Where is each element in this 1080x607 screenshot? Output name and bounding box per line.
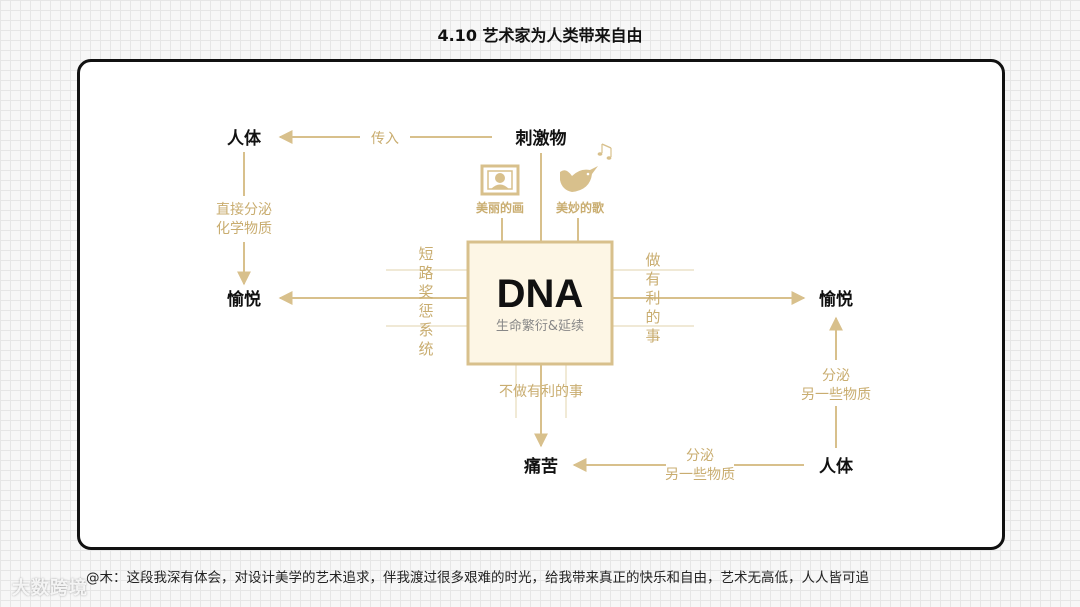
node-pain: 痛苦 (524, 456, 558, 477)
music-notes-icon (597, 143, 612, 160)
short-reward-char: 惩 (418, 302, 433, 320)
label-secrete-right-2: 另一些物质 (801, 387, 871, 403)
dna-subtitle: 生命繁衍&延续 (496, 318, 584, 334)
short-reward-char: 短 (418, 245, 433, 263)
dna-box (466, 240, 614, 366)
label-secrete-bottom-1: 分泌 (686, 448, 714, 464)
short-reward-char: 奖 (418, 283, 433, 301)
label-do-beneficial: 做有利的事 (645, 251, 660, 345)
connectors (237, 130, 843, 472)
watermark-logo: 大数跨境 (12, 578, 88, 599)
beneficial-char: 利 (645, 289, 660, 307)
short-reward-char: 系 (418, 321, 433, 339)
footer-note: @木：这段我深有体会，对设计美学的艺术追求，伴我渡过很多艰难的时光，给我带来真正… (86, 570, 869, 586)
node-stimulus: 刺激物 (516, 128, 567, 149)
beneficial-char: 事 (645, 327, 660, 345)
dna-title: DNA (497, 272, 584, 316)
beneficial-char: 有 (645, 270, 660, 288)
beneficial-char: 做 (645, 251, 660, 269)
label-secrete-bottom-2: 另一些物质 (665, 467, 735, 483)
label-beautiful-painting: 美丽的画 (476, 200, 524, 215)
beneficial-char: 的 (645, 308, 660, 326)
label-secrete-left-2: 化学物质 (216, 221, 272, 237)
short-reward-char: 路 (418, 264, 433, 282)
node-body-top: 人体 (227, 128, 262, 149)
picture-frame-icon (480, 164, 520, 196)
label-secrete-right-1: 分泌 (822, 368, 850, 384)
node-pleasure-right: 愉悦 (819, 289, 853, 310)
node-pleasure-left: 愉悦 (227, 289, 261, 310)
label-beautiful-song: 美妙的歌 (556, 200, 605, 215)
label-transmit: 传入 (371, 131, 399, 147)
node-body-right: 人体 (819, 456, 854, 477)
label-secrete-left-1: 直接分泌 (216, 201, 272, 218)
hatch-lines (386, 269, 694, 418)
short-reward-char: 统 (418, 340, 433, 358)
bird-icon (560, 166, 598, 192)
label-not-beneficial: 不做有利的事 (499, 384, 583, 400)
page-title: 4.10 艺术家为人类带来自由 (437, 26, 643, 45)
